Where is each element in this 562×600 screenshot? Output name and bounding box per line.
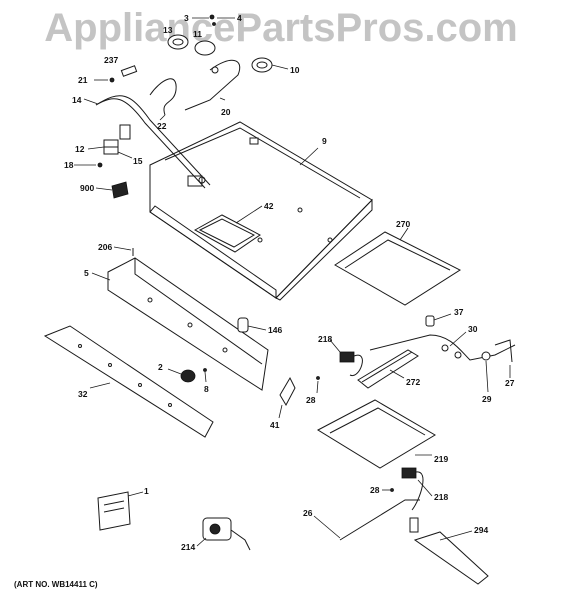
callout-1: 1 <box>144 486 149 496</box>
burner-head-part-11 <box>194 40 216 56</box>
callout-9: 9 <box>322 136 327 146</box>
callout-2: 2 <box>158 362 163 372</box>
callout-labels: 3 4 13 11 10 21 237 14 22 20 9 12 15 18 … <box>64 13 515 552</box>
callout-10: 10 <box>290 65 300 75</box>
manifold-tube-part-14 <box>95 95 211 189</box>
callout-12: 12 <box>75 144 85 154</box>
screw-part-3 <box>212 22 216 26</box>
knob-part-2 <box>180 369 196 383</box>
callout-15: 15 <box>133 156 143 166</box>
igniter-plate-part-272 <box>357 349 419 389</box>
vent-part-42 <box>193 214 261 253</box>
callout-270: 270 <box>396 219 410 229</box>
wire-part-20 <box>184 60 241 111</box>
igniter-part-218-upper <box>339 351 363 376</box>
callout-237: 237 <box>104 55 118 65</box>
gas-tube-part-30 <box>369 334 516 361</box>
trim-strip-part-32 <box>43 325 214 438</box>
bracket-part-41 <box>279 376 296 407</box>
callout-28-lower: 28 <box>370 485 380 495</box>
clip-part-37 <box>425 315 435 327</box>
wire-part-22 <box>149 78 177 116</box>
callout-32: 32 <box>78 389 88 399</box>
callout-214: 214 <box>181 542 195 552</box>
burner-box-part-219 <box>316 399 436 469</box>
screw-part-8 <box>203 368 207 372</box>
watermark: AppliancePartsPros.com <box>44 6 518 50</box>
callout-11: 11 <box>193 29 202 39</box>
bracket-part-900 <box>111 181 129 199</box>
callout-13: 13 <box>163 25 173 35</box>
screw-part-21 <box>109 77 115 83</box>
callout-3: 3 <box>184 13 189 23</box>
callout-8: 8 <box>204 384 209 394</box>
burner-head-part-13 <box>167 34 189 50</box>
clip-part-146 <box>237 317 249 333</box>
callout-37: 37 <box>454 307 464 317</box>
callout-42: 42 <box>264 201 274 211</box>
orifice-part-27 <box>494 339 513 363</box>
screw-part-4 <box>209 14 215 20</box>
callout-20: 20 <box>221 107 231 117</box>
screw-part-28-upper <box>316 376 320 380</box>
art-number: (ART NO. WB14411 C) <box>14 580 98 589</box>
tube-part-26 <box>339 499 420 541</box>
valve-bracket-part-12 <box>103 139 119 155</box>
callout-30: 30 <box>468 324 478 334</box>
callout-218-upper: 218 <box>318 334 332 344</box>
callout-206: 206 <box>98 242 112 252</box>
fitting-part-29 <box>481 351 491 361</box>
callout-27: 27 <box>505 378 515 388</box>
screw-part-18 <box>97 162 103 168</box>
plate-part-270 <box>334 231 462 306</box>
callout-4: 4 <box>237 13 242 23</box>
strip-part-294 <box>413 531 489 585</box>
manifold-panel-part-5 <box>107 257 269 391</box>
callout-272: 272 <box>406 377 420 387</box>
callout-218-lower: 218 <box>434 492 448 502</box>
burner-head-part-10 <box>251 57 273 73</box>
screw-part-28-lower <box>390 488 394 492</box>
manual-part-1 <box>97 491 131 531</box>
callout-18: 18 <box>64 160 74 170</box>
leader-lines <box>74 17 511 547</box>
callout-219: 219 <box>434 454 448 464</box>
callout-28-upper: 28 <box>306 395 316 405</box>
callout-900: 900 <box>80 183 94 193</box>
valve-part-214 <box>202 517 251 551</box>
burner-box-part-9 <box>149 121 373 301</box>
igniter-part-218-lower <box>401 467 424 511</box>
fitting-part-237 <box>120 65 138 77</box>
bracket-part-26b <box>409 517 419 533</box>
callout-5: 5 <box>84 268 89 278</box>
callout-26: 26 <box>303 508 313 518</box>
callout-41: 41 <box>270 420 280 430</box>
callout-146: 146 <box>268 325 282 335</box>
callout-22: 22 <box>157 121 167 131</box>
callout-21: 21 <box>78 75 88 85</box>
callout-29: 29 <box>482 394 492 404</box>
callout-14: 14 <box>72 95 82 105</box>
callout-294: 294 <box>474 525 488 535</box>
